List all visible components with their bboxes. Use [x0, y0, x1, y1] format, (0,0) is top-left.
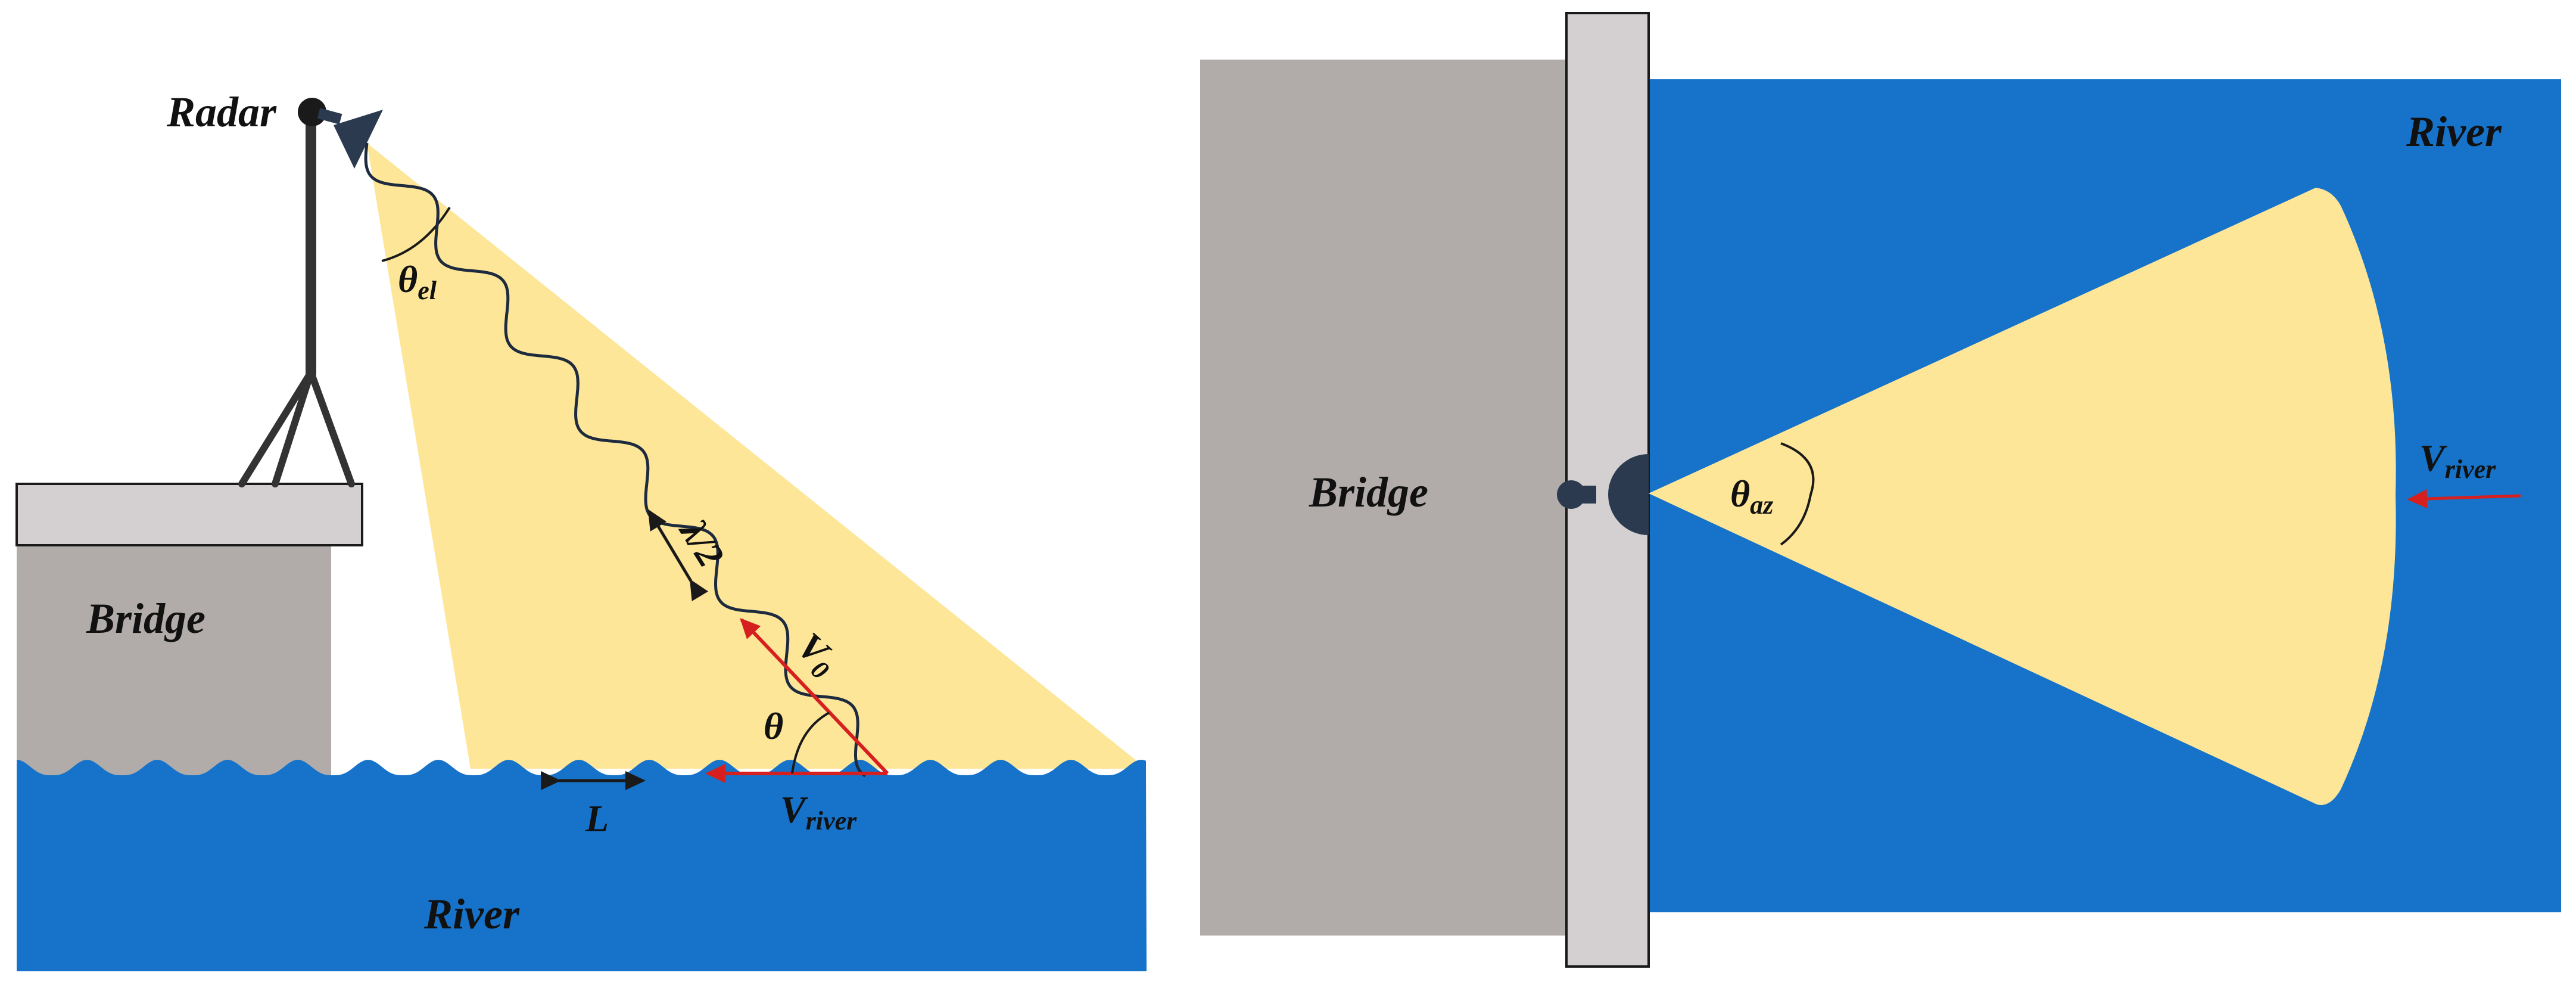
left-bridge-body: [17, 545, 331, 781]
right-river-label: River: [2406, 108, 2502, 156]
incidence-angle-arc: [791, 711, 830, 774]
left-river-water: [17, 760, 1147, 971]
incidence-angle-label: θ: [764, 705, 783, 747]
right-bridge-label: Bridge: [1309, 468, 1428, 516]
left-radar-beam: [367, 143, 1147, 769]
right-panel-top-view: θaz Bridge River Vriver: [1200, 12, 2561, 968]
river-velocity-label-left: Vriver: [780, 788, 857, 835]
left-bridge-label: Bridge: [86, 595, 205, 642]
elevation-angle-label: θel: [398, 258, 437, 305]
left-bridge-deck: [15, 483, 363, 546]
half-wavelength-arrow: [647, 509, 709, 601]
radial-velocity-arrow: [740, 618, 889, 775]
tripod-icon: [238, 111, 355, 487]
azimuth-angle-arc: [1780, 442, 1815, 546]
left-panel-side-view: Radar Bridge River θel λ/2 θ V0 Vriver L: [15, 88, 1147, 971]
radar-icon: [1557, 454, 1649, 535]
right-bridge-body: [1200, 60, 1566, 936]
left-river-label: River: [423, 890, 520, 938]
radar-label: Radar: [166, 88, 277, 136]
wave-spacing-label: L: [585, 797, 609, 840]
river-velocity-label-right: Vriver: [2419, 437, 2496, 484]
river-velocity-arrow-right: [2407, 489, 2521, 509]
elevation-angle-arc: [381, 206, 451, 262]
right-radar-beam: [1649, 188, 2396, 805]
radar-icon: [298, 98, 383, 169]
azimuth-angle-label: θaz: [1730, 473, 1773, 520]
